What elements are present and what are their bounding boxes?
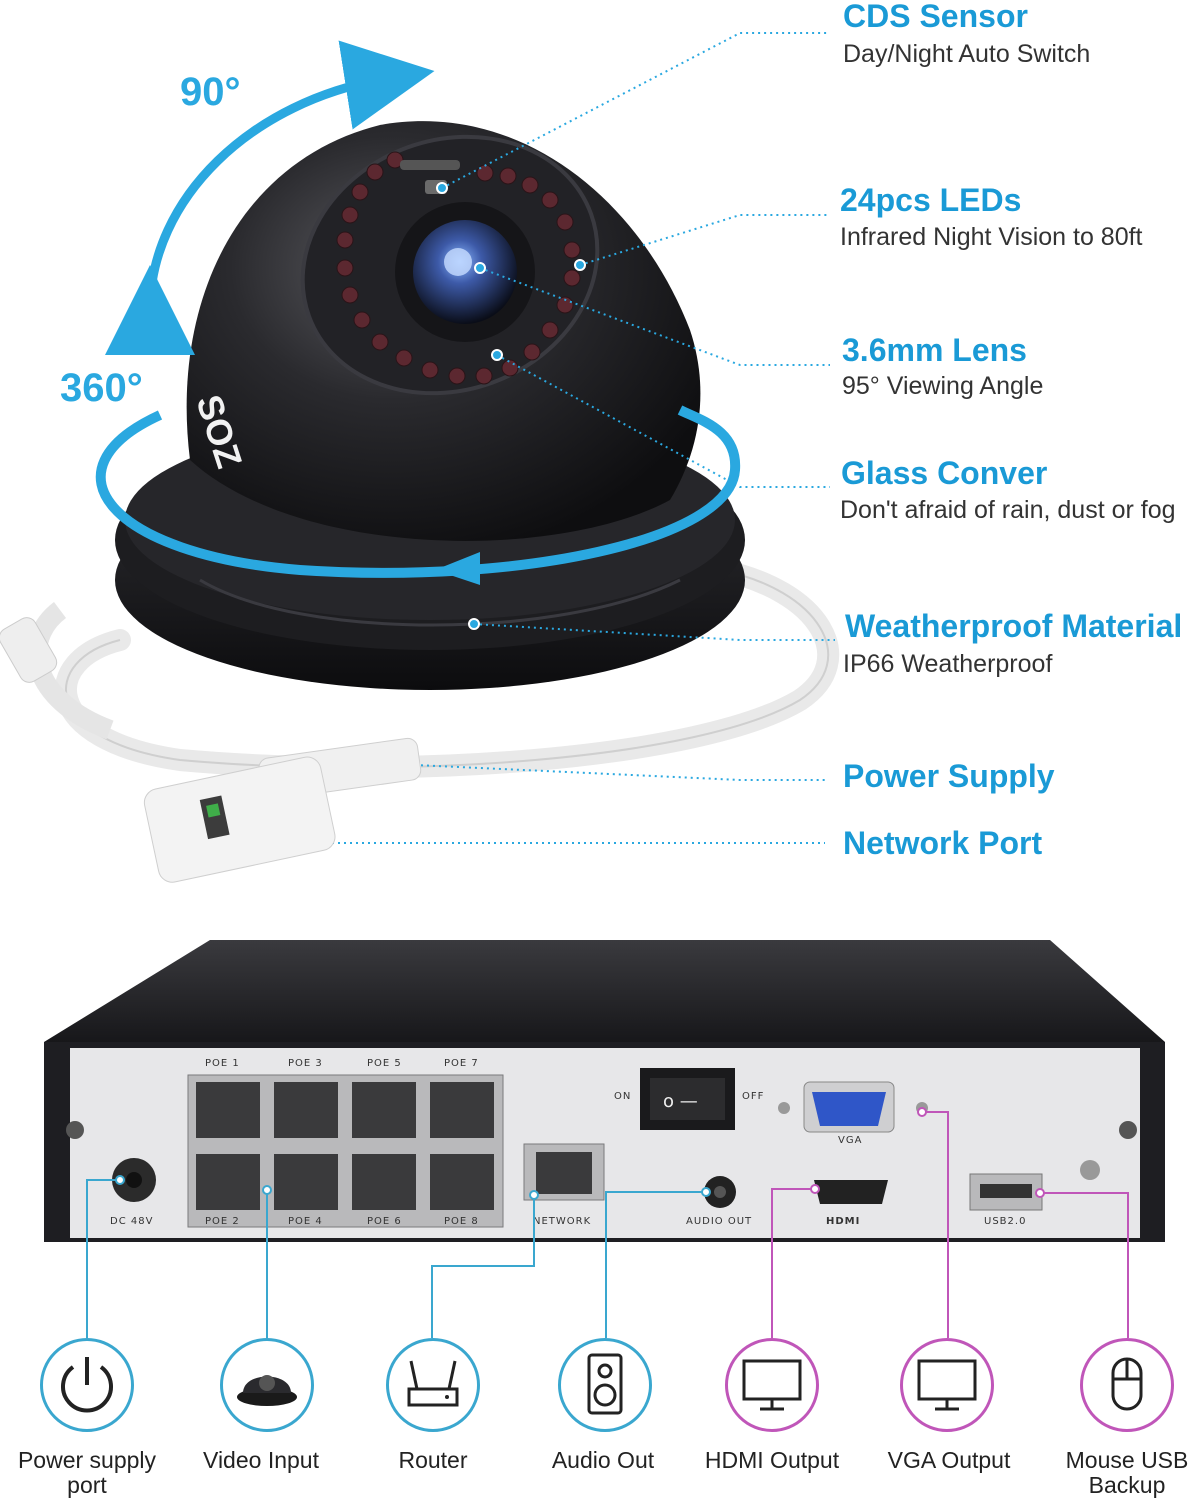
feature-lens-sub: 95° Viewing Angle <box>842 372 1044 400</box>
hdmi-port <box>814 1180 888 1204</box>
feature-glass-sub: Don't afraid of rain, dust or fog <box>840 496 1176 524</box>
poe8-label: POE 8 <box>444 1216 479 1227</box>
video-input-label: Video Input <box>203 1447 319 1473</box>
switch-on-label: ON <box>614 1091 632 1102</box>
power-supply-label: Power supply port <box>17 1447 157 1498</box>
tilt-angle: 90° <box>180 70 241 114</box>
feature-network-title: Network Port <box>843 825 1043 861</box>
poe6-label: POE 6 <box>367 1216 402 1227</box>
mouse-icon <box>1111 1357 1143 1411</box>
feature-lens-title: 3.6mm Lens <box>842 332 1027 368</box>
power-supply-icon-circle <box>40 1338 134 1432</box>
vga-output-label: VGA Output <box>887 1447 1011 1473</box>
nvr-top <box>44 940 1165 1042</box>
speaker-icon <box>587 1353 623 1415</box>
poe2-label: POE 2 <box>205 1216 240 1227</box>
feature-power-title: Power Supply <box>843 758 1055 794</box>
dome-camera-icon <box>237 1375 297 1406</box>
hdmi-output-label: HDMI Output <box>704 1447 840 1473</box>
poe7-label: POE 7 <box>444 1058 479 1069</box>
pan-angle: 360° <box>60 366 143 410</box>
hdmi-output-icon-circle <box>725 1338 819 1432</box>
nvr-illustration: o — <box>44 940 1165 1242</box>
network-label: NETWORK <box>533 1216 592 1227</box>
mouse-usb-label: Mouse USB Backup <box>1065 1447 1189 1498</box>
hdmi-label: HDMI <box>826 1216 861 1227</box>
audio-label: AUDIO OUT <box>686 1216 753 1227</box>
cable-connector <box>0 617 58 683</box>
camera-illustration: SOZ <box>0 32 840 883</box>
tilt-arrow <box>104 40 435 356</box>
feature-weatherproof-title: Weatherproof Material <box>845 608 1183 644</box>
feature-cds-title: CDS Sensor <box>843 0 1028 34</box>
audio-out-label: Audio Out <box>551 1447 655 1473</box>
switch-off-label: OFF <box>742 1091 765 1102</box>
router-label: Router <box>398 1447 468 1473</box>
poe3-label: POE 3 <box>288 1058 323 1069</box>
vga-output-icon-circle <box>900 1338 994 1432</box>
poe4-label: POE 4 <box>288 1216 323 1227</box>
usb-label: USB2.0 <box>984 1216 1027 1227</box>
dc-label: DC 48V <box>110 1216 154 1227</box>
audio-out-icon-circle <box>558 1338 652 1432</box>
svg-text:o —: o — <box>663 1091 698 1112</box>
poe1-label: POE 1 <box>205 1058 240 1069</box>
power-icon <box>61 1357 113 1413</box>
feature-weatherproof-sub: IP66 Weatherproof <box>843 650 1053 678</box>
vga-port <box>812 1092 886 1126</box>
video-input-icon-circle <box>220 1338 314 1432</box>
feature-leds-title: 24pcs LEDs <box>840 182 1022 218</box>
network-port <box>536 1152 592 1194</box>
router-icon <box>407 1360 459 1407</box>
feature-glass-title: Glass Conver <box>841 455 1048 491</box>
mouse-usb-icon-circle <box>1080 1338 1174 1432</box>
leader-lines <box>320 32 835 844</box>
monitor-icon <box>742 1359 802 1411</box>
vga-label: VGA <box>838 1135 863 1146</box>
feature-leds-sub: Infrared Night Vision to 80ft <box>840 223 1143 251</box>
feature-cds-sub: Day/Night Auto Switch <box>843 40 1091 68</box>
monitor-icon <box>917 1359 977 1411</box>
poe5-label: POE 5 <box>367 1058 402 1069</box>
network-plug <box>143 756 336 883</box>
router-icon-circle <box>386 1338 480 1432</box>
